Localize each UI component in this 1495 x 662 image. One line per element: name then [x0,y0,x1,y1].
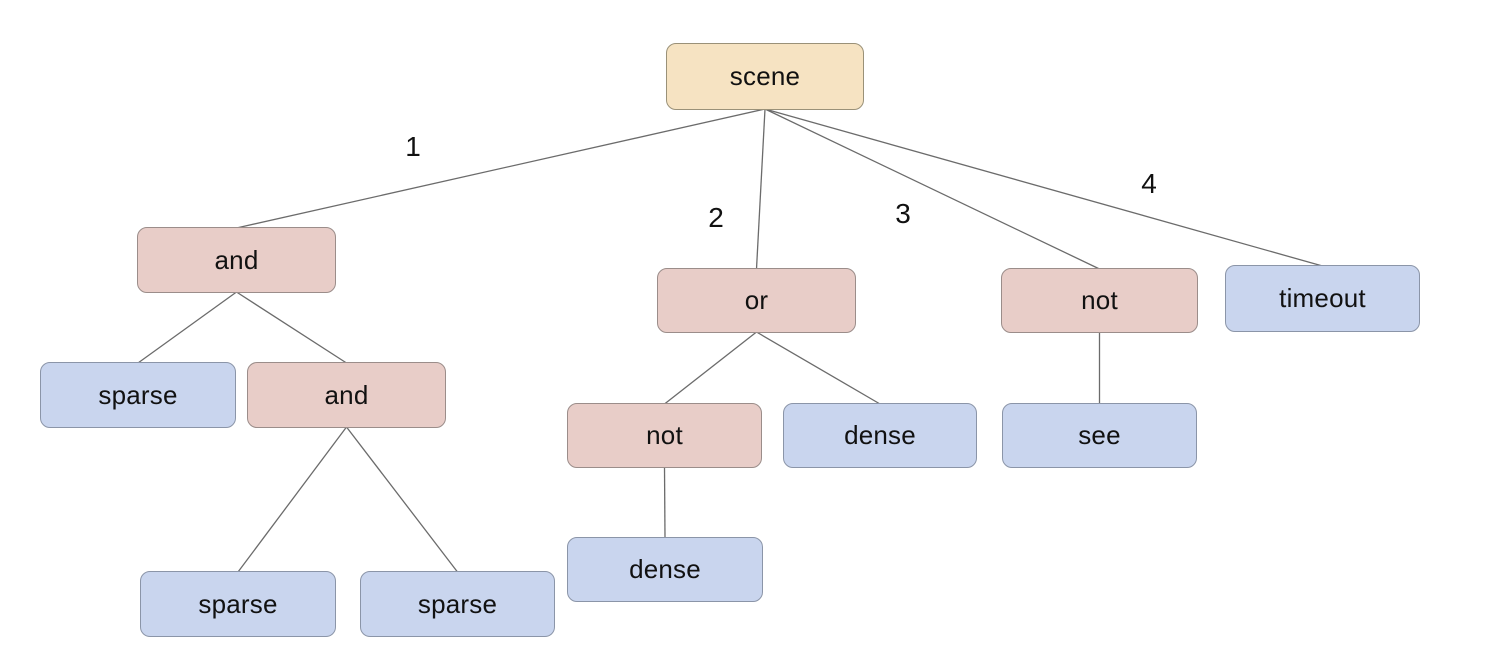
edge-or1-not2 [664,331,757,405]
edge-and1-and2 [236,291,347,364]
edge-scene-not1 [764,108,1100,270]
edge-label-2: 2 [708,202,724,233]
edge-scene-and1 [236,108,766,229]
node-dense1: dense [783,403,977,468]
edge-label-3: 3 [895,198,911,229]
node-or1: or [657,268,856,333]
edge-and1-sparse1 [137,291,237,364]
edge-label-4: 4 [1141,168,1157,199]
node-timeout: timeout [1225,265,1420,332]
node-scene: scene [666,43,864,110]
node-dense2: dense [567,537,763,602]
edge-not2-dense2 [663,466,666,539]
edge-scene-or1 [755,108,766,270]
edge-and2-sparse3 [345,426,459,573]
node-see: see [1002,403,1197,468]
edge-and2-sparse2 [237,426,348,573]
node-and1: and [137,227,336,293]
edge-scene-timeout [764,108,1323,267]
node-and2: and [247,362,446,428]
node-sparse2: sparse [140,571,336,637]
edge-or1-dense1 [756,331,881,405]
edge-label-1: 1 [405,131,421,162]
node-sparse1: sparse [40,362,236,428]
node-not2: not [567,403,762,468]
node-not1: not [1001,268,1198,333]
node-sparse3: sparse [360,571,555,637]
